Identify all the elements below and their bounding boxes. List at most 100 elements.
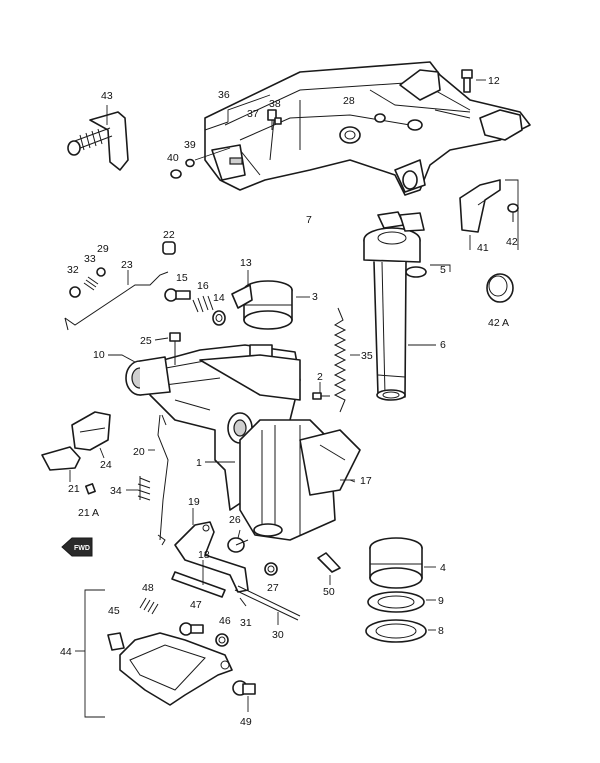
part-21-knob [41, 446, 81, 482]
callout-17: 17 [360, 475, 372, 487]
callout-42: 42 [506, 236, 518, 248]
fwd-label: FWD [74, 545, 90, 552]
callout-33: 33 [84, 253, 96, 265]
callout-34: 34 [110, 485, 122, 497]
part-25-bolt [154, 332, 181, 365]
part-21a-pin [85, 483, 96, 495]
part-20-wire-spring [148, 414, 169, 546]
callout-12: 12 [488, 75, 500, 87]
part-19-bracket [174, 508, 249, 593]
callout-18: 18 [198, 549, 210, 561]
part-22-bushing [162, 241, 176, 255]
callout-8: 8 [438, 625, 444, 637]
part-36-bolt [204, 94, 271, 131]
callout-39: 39 [184, 139, 196, 151]
part-46-nut [215, 633, 229, 647]
callout-22: 22 [163, 229, 175, 241]
part-2-screw [312, 382, 330, 400]
callout-2: 2 [317, 371, 323, 383]
callout-3: 3 [312, 291, 318, 303]
callout-14: 14 [213, 292, 225, 304]
callout-20: 20 [133, 446, 145, 458]
part-27-nut [264, 562, 278, 576]
callout-47: 47 [190, 599, 202, 611]
callout-4: 4 [440, 562, 446, 574]
part-43-lock-bracket [67, 105, 129, 171]
part-30-rod [234, 585, 301, 625]
callout-31: 31 [240, 617, 252, 629]
callout-25: 25 [140, 335, 152, 347]
callout-40: 40 [167, 152, 179, 164]
callout-42a: 42 A [488, 317, 509, 329]
callout-15: 15 [176, 272, 188, 284]
callout-21a: 21 A [78, 507, 99, 519]
part-15-bolt [164, 288, 191, 302]
callout-35: 35 [361, 350, 373, 362]
part-18-shaft [171, 560, 226, 598]
part-49-bolt [232, 680, 256, 712]
callout-5: 5 [440, 264, 446, 276]
callout-30: 30 [272, 629, 284, 641]
callout-37: 37 [247, 108, 259, 120]
callout-28: 28 [343, 95, 355, 107]
callout-13: 13 [240, 257, 252, 269]
part-26-bolt [227, 529, 249, 553]
callout-46: 46 [219, 615, 231, 627]
callout-36: 36 [218, 89, 230, 101]
part-29-washer [96, 267, 106, 277]
fwd-arrow: FWD [61, 537, 93, 557]
callout-7: 7 [306, 214, 312, 226]
callout-24: 24 [100, 459, 112, 471]
callout-6: 6 [440, 339, 446, 351]
part-31-pin [239, 597, 247, 607]
callout-labels: 1 2 3 4 5 6 7 8 9 10 12 13 14 15 16 17 1… [60, 75, 518, 728]
part-42-screw [507, 203, 519, 222]
part-35-spring [333, 307, 360, 413]
callout-45: 45 [108, 605, 120, 617]
callout-29: 29 [97, 243, 109, 255]
callout-16: 16 [197, 280, 209, 292]
callout-1: 1 [196, 457, 202, 469]
part-39-40-nuts [170, 147, 231, 179]
part-44-group-bracket [75, 589, 105, 718]
part-32-nut [69, 286, 81, 298]
part-4-bushing [369, 537, 436, 589]
callout-19: 19 [188, 496, 200, 508]
callout-26: 26 [229, 514, 241, 526]
part-24-lever-bracket [71, 411, 111, 459]
callout-50: 50 [323, 586, 335, 598]
part-10-tilt-tube [108, 354, 171, 396]
callout-49: 49 [240, 716, 252, 728]
part-14-washer [212, 310, 226, 326]
part-12-bolt [461, 69, 486, 93]
part-48-spring [139, 597, 159, 615]
part-50-pin [317, 552, 341, 585]
callout-32: 32 [67, 264, 79, 276]
callout-10: 10 [93, 349, 105, 361]
callout-41: 41 [477, 242, 489, 254]
part-41-plate [459, 179, 519, 250]
part-23-rod [64, 270, 169, 331]
callout-9: 9 [438, 595, 444, 607]
part-5-steering-head [363, 211, 451, 278]
part-1-swivel-bracket [144, 344, 361, 541]
part-3-bushing [243, 280, 310, 330]
part-34-spring [126, 476, 151, 501]
callout-38: 38 [269, 98, 281, 110]
callout-44: 44 [60, 646, 72, 658]
part-8-washer [365, 619, 436, 643]
callout-27: 27 [267, 582, 279, 594]
part-45-knob [107, 632, 125, 651]
callout-23: 23 [121, 259, 133, 271]
part-6-swivel-shaft [373, 261, 436, 401]
part-33-spring [83, 276, 99, 291]
part-37-38-bolts [267, 109, 282, 130]
callout-43: 43 [101, 90, 113, 102]
part-47-bolt [179, 622, 204, 636]
part-9-washer [367, 591, 436, 613]
part-42a-cap [486, 273, 514, 303]
part-44-lever [119, 632, 233, 706]
part-13-clip [231, 270, 253, 309]
part-16-spring [192, 295, 214, 313]
